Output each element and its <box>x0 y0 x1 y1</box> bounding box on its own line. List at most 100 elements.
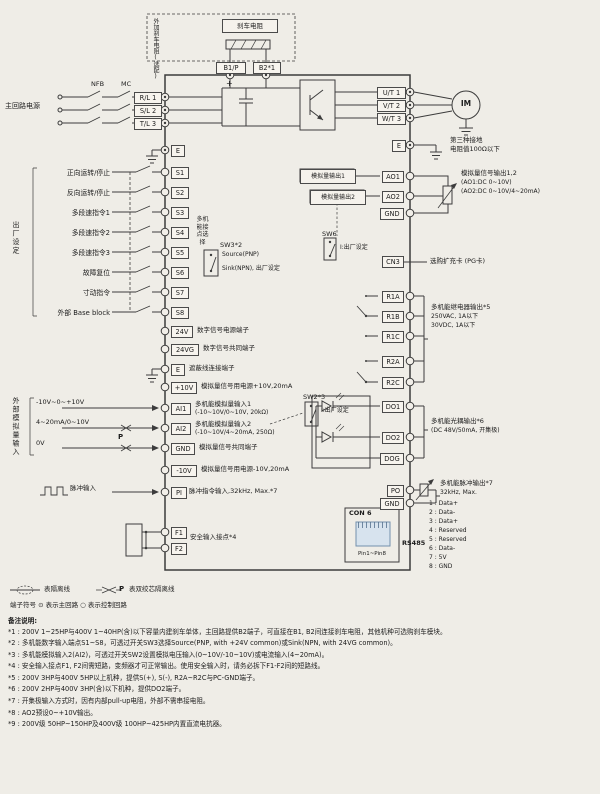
grounding-note-line2: 电阻值100Ω以下 <box>450 145 500 153</box>
con6-pin6: 6 : Data- <box>429 545 456 552</box>
legend-twisted-label: 表双绞芯隔离线 <box>129 585 175 593</box>
ai2-external-label: 4~20mA/0~10V <box>36 418 90 426</box>
ai1-desc: 多机能模拟量输入1 <box>195 400 252 408</box>
mains-supply-label: 主回路电源 <box>5 102 40 110</box>
p10v-desc: 模拟量信号用电源+10V,20mA <box>201 382 293 390</box>
dc-bus-plus-label: + <box>226 79 233 88</box>
terminal-r2c-label: R2C <box>382 377 404 389</box>
terminal-r1c-label: R1C <box>382 331 404 343</box>
con6-pin5: 5 : Reserved <box>429 536 467 543</box>
input-fn-label: 反向运转/停止 <box>66 189 110 197</box>
terminal-w-label: W/T 3 <box>377 113 406 125</box>
con6-pin7: 7 : 5V <box>429 554 447 561</box>
terminal-24vg-label: 24VG <box>171 344 199 356</box>
analog-output1-box: 模拟量输出1 <box>300 169 356 184</box>
terminal-f1-label: F1 <box>171 527 187 539</box>
rj45-connector-icon <box>355 521 391 547</box>
photocoupler-box <box>311 395 371 469</box>
terminal-r1b-label: R1B <box>382 311 404 323</box>
terminal-e-right-label: E <box>392 140 406 152</box>
terminal-agnd-label: GND <box>171 443 195 455</box>
note-7: *7 : 开集极输入方式时，因有内部pull-up电阻，外部不需串接电阻。 <box>8 696 210 705</box>
notes-section: 备注说明: *1 : 200V 1~25HP与400V 1~40HP(含)以下容… <box>8 617 594 732</box>
photocoupler2-symbol <box>321 431 380 443</box>
safety-desc: 安全输入接点*4 <box>190 533 237 541</box>
legend-shield-label: 表隔离线 <box>44 585 70 593</box>
terminal-n10v-label: -10V <box>171 465 197 477</box>
cn3-connector-label: CN3 <box>382 256 404 268</box>
24vg-desc: 数字信号共同端子 <box>203 344 255 352</box>
pulse-waveform-icon <box>40 486 68 496</box>
terminal-s8-label: S8 <box>171 307 189 319</box>
brake-resistor-label: 刹车电阻 <box>222 19 278 33</box>
input-selector-label: 多机能接点选择 <box>196 216 209 246</box>
terminal-e-left-label: E <box>171 145 185 157</box>
ao-desc-line2: (AO1:DC 0~10V) <box>461 179 512 186</box>
relay-desc-line1: 多机能继电器输出*5 <box>431 303 491 311</box>
terminal-s2-label: S2 <box>171 187 189 199</box>
note-3: *3 : 多机能模拟输入2(AI2)，可透过开关SW2设置模拟电压输入(0~10… <box>8 650 329 659</box>
twisted-pair-icon <box>96 586 122 594</box>
terminal-dog-label: DOG <box>380 453 404 465</box>
input-fn-label: 多段速指令2 <box>71 229 110 237</box>
note-4: *4 : 安全输入接点F1, F2间需短路，变频器才可正常输出。使用安全输入时，… <box>8 662 325 671</box>
notes-heading: 备注说明: <box>8 617 38 625</box>
con6-pin8: 8 : GND <box>429 563 453 570</box>
terminal-s7-label: S7 <box>171 287 189 299</box>
ao-desc-line1: 模拟量信号输出1,2 <box>461 169 517 177</box>
0v-external-label: 0V <box>36 439 45 447</box>
note-8: *8 : AO2预设0~+10V输出。 <box>8 708 97 717</box>
brake-area-dashed-box <box>146 13 296 62</box>
input-fn-label: 多段速指令3 <box>71 249 110 257</box>
terminal-r-label: R/L 1 <box>134 92 162 104</box>
terminal-ai2-label: AI2 <box>171 423 191 435</box>
shield-ground-symbol <box>146 368 161 383</box>
brake-resistor-symbol <box>225 39 271 50</box>
analog-group-label: 外部模拟量输入 <box>12 397 20 457</box>
input-fn-label: 外部 Base block <box>57 309 111 317</box>
terminal-pi-label: PI <box>171 487 187 499</box>
note-5: *5 : 200V 3HP与400V 5HP以上机种，提供S(+), S(-),… <box>8 673 260 682</box>
po-desc-line2: 32kHz, Max. <box>440 489 477 496</box>
terminal-shield-e-label: E <box>171 364 185 376</box>
load-resistor-symbol <box>442 185 453 205</box>
twisted-pair-mark-label: P <box>118 433 124 441</box>
24v-desc: 数字信号电源端子 <box>197 326 249 334</box>
terminal-u-label: U/T 1 <box>377 87 406 99</box>
analog-output2-box: 模拟量输出2 <box>310 190 366 205</box>
external-brake-label: 外加刹车电阻(选配) <box>152 18 159 80</box>
terminal-r2a-label: R2A <box>382 356 404 368</box>
terminal-s3-label: S3 <box>171 207 189 219</box>
motor-ground-symbol <box>459 119 473 136</box>
input-fn-label: 正向运转/停止 <box>66 169 110 177</box>
sw3-sink-label: Sink(NPN), 出厂设定 <box>222 265 280 272</box>
terminal-ai1-label: AI1 <box>171 403 191 415</box>
terminal-f2-label: F2 <box>171 543 187 555</box>
terminal-b1p-label: B1/P <box>216 62 246 74</box>
cn3-desc: 选购扩充卡 (PG卡) <box>430 257 486 265</box>
sw6-note: I:出厂设定 <box>340 244 368 251</box>
sw3-switch-box <box>203 249 219 277</box>
con6-pin2: 2 : Data- <box>429 509 456 516</box>
chassis-ground-symbol <box>146 149 161 164</box>
ao-desc-line3: (AO2:DC 0~10V/4~20mA) <box>461 188 540 195</box>
note-6: *6 : 200V 2HP与400V 3HP(含)以下机种，提供DO2端子。 <box>8 685 186 694</box>
legend-terminal-note: 端子符号 ⊙ 表示主回路 ○ 表示控制回路 <box>10 601 127 609</box>
grounding-note-line1: 第三种接地 <box>450 136 483 144</box>
pulse-input-label: 脉冲输入 <box>70 484 96 492</box>
legend-pair-mark: P <box>119 585 125 593</box>
terminal-po-label: PO <box>387 485 404 497</box>
breaker-contact-symbols <box>87 90 131 124</box>
terminal-s1-label: S1 <box>171 167 189 179</box>
terminal-t-label: T/L 3 <box>134 118 162 130</box>
note-1: *1 : 200V 1~25HP与400V 1~40HP(含)以下容量内建刹车单… <box>8 627 447 636</box>
terminal-r1a-label: R1A <box>382 291 404 303</box>
ai1-spec: (-10~10V/0~10V, 20kΩ) <box>195 409 269 416</box>
terminal-do1-label: DO1 <box>382 401 404 413</box>
con6-pin3: 3 : Data+ <box>429 518 459 525</box>
ai2-desc: 多机能模拟量输入2 <box>195 420 252 428</box>
dc-bus-capacitor-symbol <box>239 88 253 126</box>
mc-label: MC <box>121 80 132 88</box>
